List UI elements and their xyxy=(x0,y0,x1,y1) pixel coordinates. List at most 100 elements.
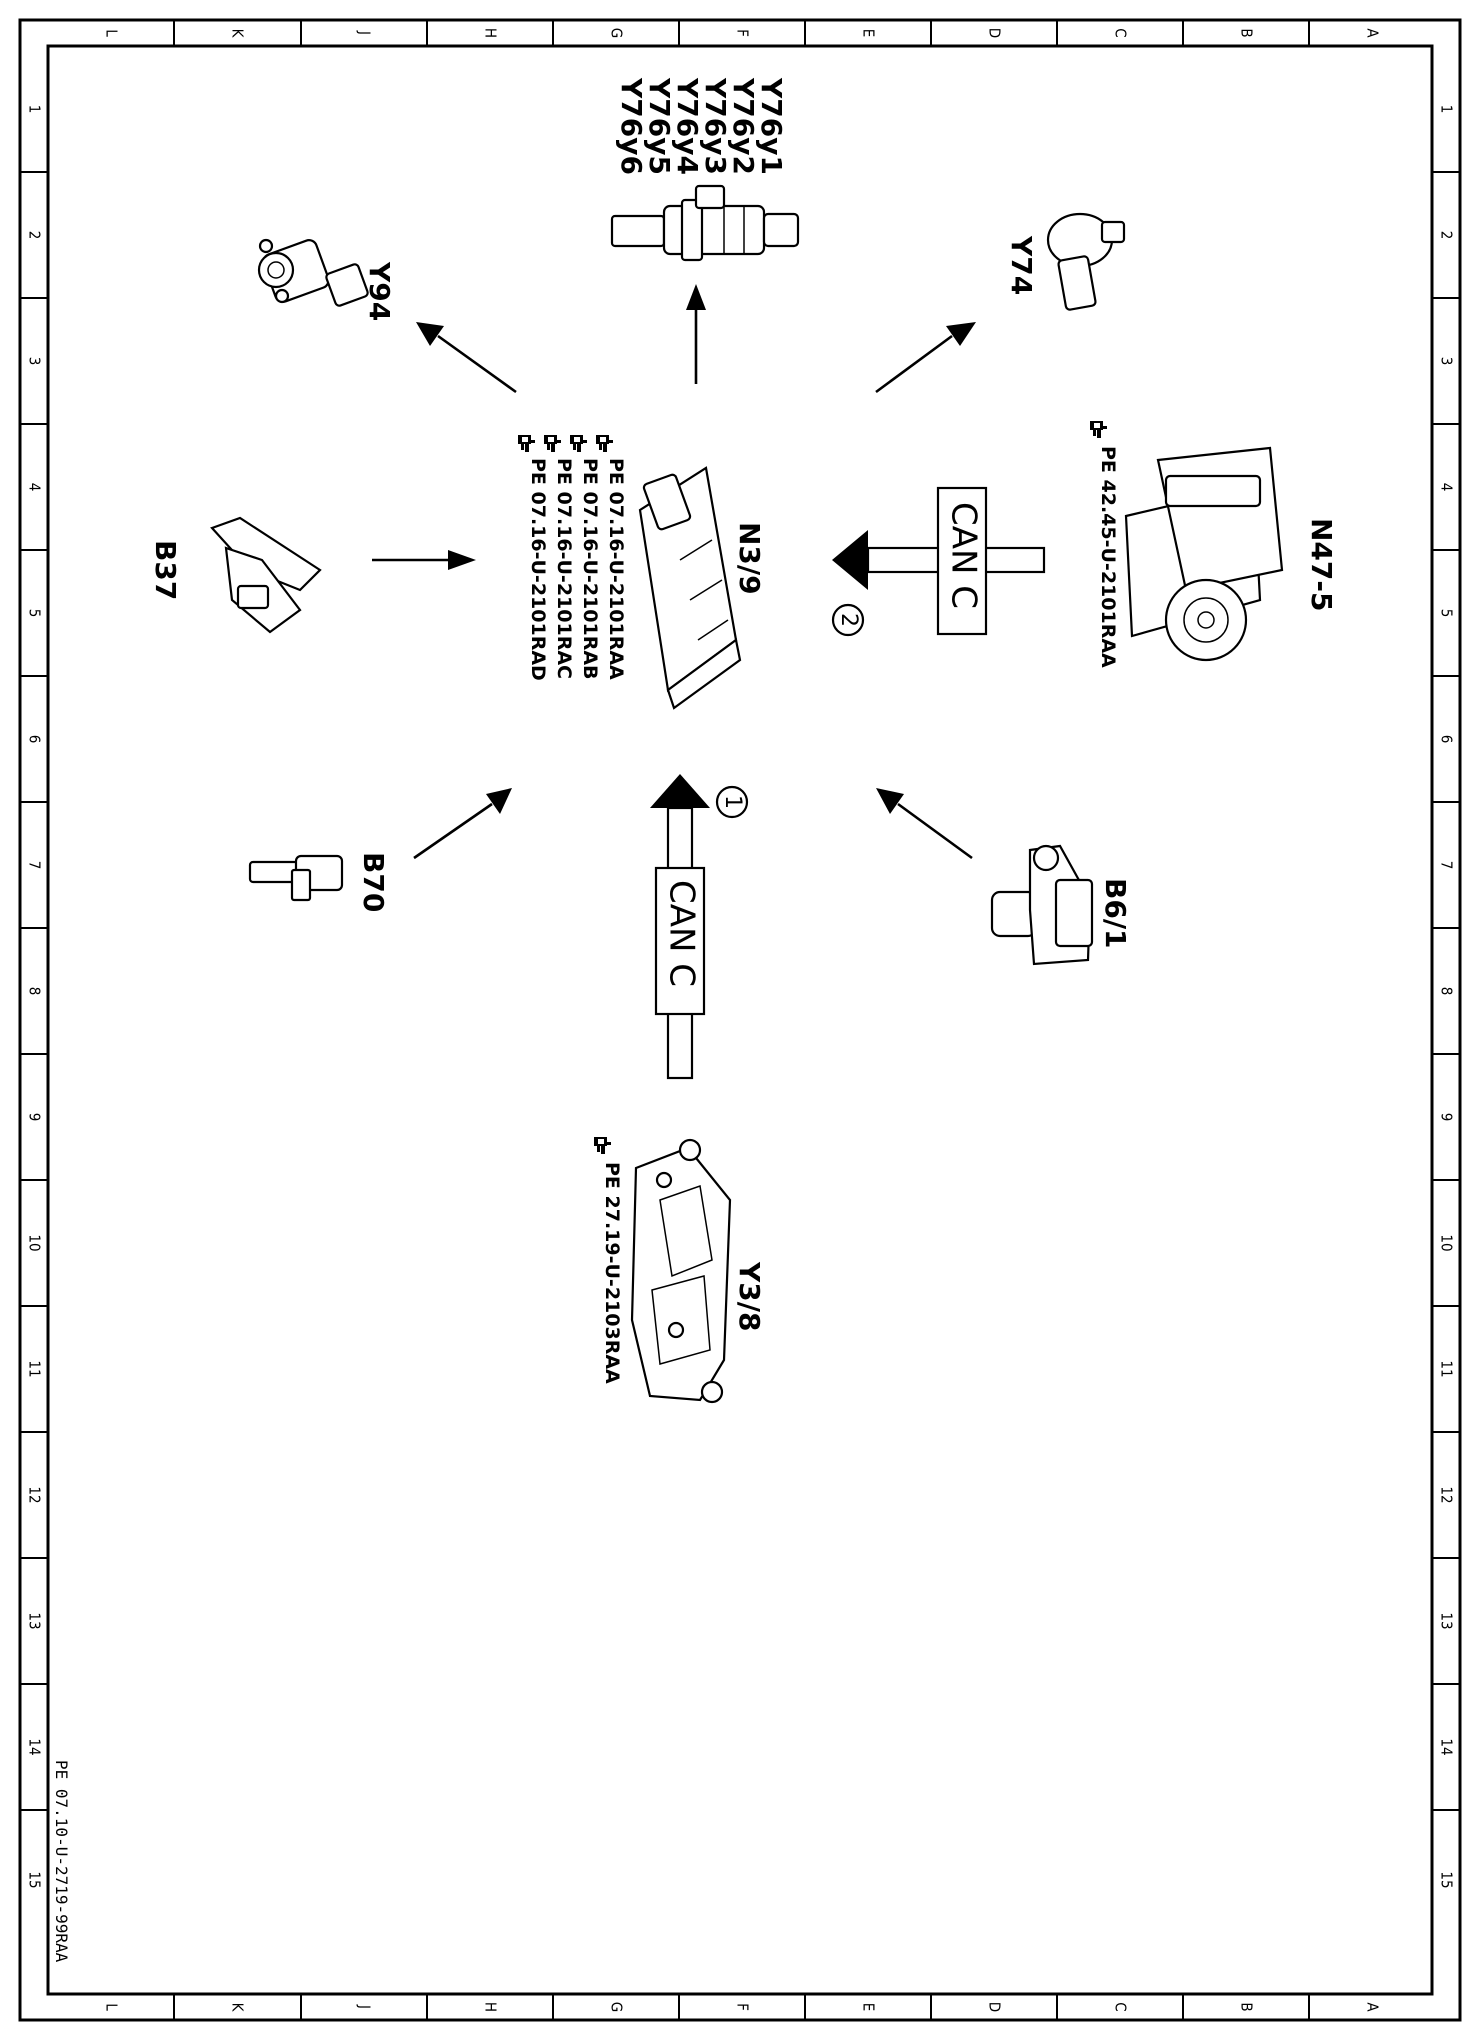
grid-row-labels-left: 1 2 3 4 5 6 7 8 9 10 11 12 13 14 15 xyxy=(26,105,44,1889)
reference-n3-9-4: PE 07.16-U-2101RAD xyxy=(527,458,549,681)
reference-n47-5: PE 42.45-U-2101RAA xyxy=(1097,446,1119,668)
label-y76y4: Y76y4 xyxy=(671,77,704,175)
label-y74: Y74 xyxy=(1005,235,1038,295)
document-id: PE 07.10-U-2719-99RAA xyxy=(52,1760,71,1963)
grid-row-label: 7 xyxy=(26,861,44,870)
can-bus-bottom-label: CAN C xyxy=(662,880,702,987)
grid-column-labels-bottom: L K J H G F E D C B A xyxy=(103,2002,1382,2013)
grid-row-label: 9 xyxy=(26,1113,44,1122)
pointing-hand-icon xyxy=(544,435,561,452)
grid-row-label: 6 xyxy=(1438,735,1456,744)
grid-col-label: A xyxy=(1364,2002,1382,2012)
grid-row-label: 9 xyxy=(1438,1113,1456,1122)
y76-labels: Y76y1 Y76y2 Y76y3 Y76y4 Y76y5 Y76y6 xyxy=(615,77,788,175)
grid-row-label: 15 xyxy=(26,1871,44,1888)
pointing-hand-icon xyxy=(518,435,535,452)
grid-row-label: 8 xyxy=(1438,987,1456,996)
drawing-frame xyxy=(18,18,1462,2022)
n3-9-references: PE 07.16-U-2101RAA PE 07.16-U-2101RAB PE… xyxy=(518,435,627,681)
can-bus-top-label: CAN C xyxy=(944,502,984,609)
label-y76y2: Y76y2 xyxy=(727,77,760,175)
pointing-hand-icon xyxy=(1090,421,1107,438)
grid-row-label: 3 xyxy=(26,357,44,366)
reference-n3-9-2: PE 07.16-U-2101RAB xyxy=(579,458,601,680)
can-bus-top-number: 2 xyxy=(836,613,861,627)
grid-row-label: 2 xyxy=(26,231,44,240)
grid-row-label: 6 xyxy=(26,735,44,744)
grid-col-label: F xyxy=(734,2003,752,2011)
pointing-hand-icon xyxy=(596,435,613,452)
label-y76y5: Y76y5 xyxy=(643,77,676,175)
grid-column-labels-top: L K J H G F E D C B A xyxy=(103,28,1382,39)
grid-col-label: H xyxy=(482,2002,500,2012)
grid-row-label: 13 xyxy=(26,1612,44,1629)
can-bus-bottom: CAN C 1 xyxy=(650,774,749,1080)
grid-col-label: E xyxy=(860,2003,878,2012)
grid-col-label: K xyxy=(229,2003,247,2013)
grid-row-label: 12 xyxy=(1438,1486,1456,1503)
esp-control-unit-n47-5: N47-5 PE 42.45-U-2101RAA xyxy=(1090,421,1338,668)
camshaft-sensor-b6-1: B6/1 xyxy=(990,844,1132,966)
label-y3-8: Y3/8 xyxy=(733,1261,766,1331)
grid-row-label: 7 xyxy=(1438,861,1456,870)
grid-row-label: 10 xyxy=(26,1234,44,1251)
grid-row-label: 4 xyxy=(1438,483,1456,492)
grid-col-label: L xyxy=(103,29,121,37)
label-b70: B70 xyxy=(357,852,390,912)
grid-row-labels-right: 1 2 3 4 5 6 7 8 9 10 11 12 13 14 15 xyxy=(1438,105,1456,1889)
grid-row-label: 14 xyxy=(26,1738,44,1755)
grid-row-label: 1 xyxy=(26,105,44,114)
reference-n3-9-3: PE 07.16-U-2101RAC xyxy=(553,458,575,679)
valve-y94: Y94 xyxy=(257,238,396,321)
grid-row-label: 10 xyxy=(1438,1234,1456,1251)
grid-col-label: B xyxy=(1238,28,1256,37)
grid-row-label: 5 xyxy=(1438,609,1456,618)
grid-row-label: 14 xyxy=(1438,1738,1456,1755)
grid-row-label: 2 xyxy=(1438,231,1456,240)
grid-col-label: C xyxy=(1112,28,1130,37)
grid-row-label: 3 xyxy=(1438,357,1456,366)
label-y94: Y94 xyxy=(363,261,396,321)
pointing-hand-icon xyxy=(570,435,587,452)
reference-n3-9-1: PE 07.16-U-2101RAA xyxy=(605,458,627,680)
grid-row-label: 4 xyxy=(26,483,44,492)
label-b37: B37 xyxy=(149,540,182,600)
label-n47-5: N47-5 xyxy=(1305,518,1338,612)
grid-col-label: A xyxy=(1364,28,1382,38)
grid-row-label: 11 xyxy=(1438,1360,1456,1377)
grid-row-label: 5 xyxy=(26,609,44,618)
grid-col-label: H xyxy=(482,28,500,38)
grid-col-label: L xyxy=(103,2003,121,2011)
actuator-y74: Y74 xyxy=(1005,212,1126,311)
label-n3-9: N3/9 xyxy=(733,522,766,595)
grid-col-label: E xyxy=(860,29,878,38)
label-y76y3: Y76y3 xyxy=(699,77,732,175)
ecu-n3-9: N3/9 PE 07.16-U-2101RAA PE 07.16-U-2101R… xyxy=(518,435,766,710)
grid-col-label: D xyxy=(986,2002,1004,2012)
grid-col-label: K xyxy=(229,29,247,39)
injector-y76: Y76y1 Y76y2 Y76y3 Y76y4 Y76y5 Y76y6 xyxy=(610,77,800,262)
label-y76y6: Y76y6 xyxy=(615,77,648,175)
grid-col-label: G xyxy=(608,28,626,38)
can-bus-top: CAN C 2 xyxy=(831,486,1046,637)
crankshaft-sensor-b70: B70 xyxy=(248,852,390,912)
pointing-hand-icon xyxy=(594,1137,611,1154)
grid-col-label: C xyxy=(1112,2002,1130,2011)
grid-row-label: 15 xyxy=(1438,1871,1456,1888)
grid-row-label: 1 xyxy=(1438,105,1456,114)
transmission-control-y3-8: Y3/8 PE 27.19-U-2103RAA xyxy=(594,1137,766,1404)
can-bus-bottom-number: 1 xyxy=(720,795,745,809)
signal-arrows xyxy=(372,284,976,860)
grid-col-label: B xyxy=(1238,2002,1256,2011)
reference-y3-8: PE 27.19-U-2103RAA xyxy=(601,1162,623,1384)
grid-row-label: 8 xyxy=(26,987,44,996)
label-b6-1: B6/1 xyxy=(1099,878,1132,949)
grid-col-label: J xyxy=(356,30,374,35)
grid-col-label: G xyxy=(608,2002,626,2012)
grid-row-label: 11 xyxy=(26,1360,44,1377)
pedal-sensor-b37: B37 xyxy=(149,516,322,634)
grid-col-label: J xyxy=(356,2004,374,2009)
grid-col-label: D xyxy=(986,28,1004,38)
grid-row-label: 12 xyxy=(26,1486,44,1503)
